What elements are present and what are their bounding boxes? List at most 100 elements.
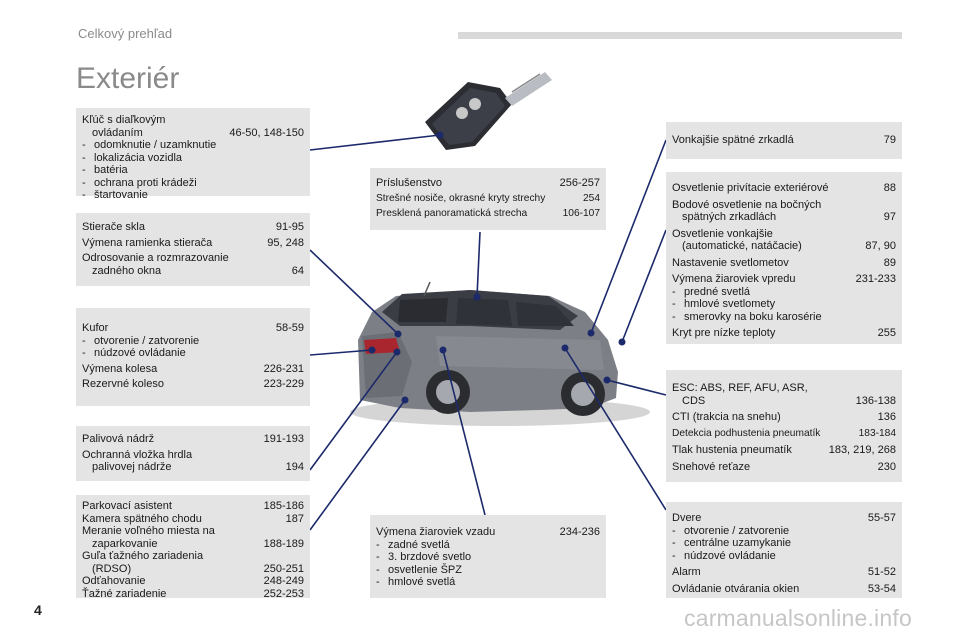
front-bulbs-label: Výmena žiaroviek vpredu <box>672 273 796 285</box>
space-measure-label: Meranie voľného miesta na <box>82 525 215 537</box>
mirrors-info-box: Vonkajšie spätné zrkadlá 79 <box>666 122 902 159</box>
key-item-unlock: odomknutie / uzamknutie <box>94 139 217 151</box>
parking-assist-label: Parkovací asistent <box>82 500 172 512</box>
roof-bars-label: Strešné nosiče, okrasné kryty strechy <box>376 192 546 204</box>
boot-item-emergency: núdzové ovládanie <box>94 347 186 359</box>
parking-assist-pages: 185-186 <box>263 500 304 512</box>
towing-pages: 248-249 <box>263 575 304 587</box>
welcome-lighting-pages: 88 <box>883 182 896 194</box>
mirrors-label: Vonkajšie spätné zrkadlá <box>672 134 794 146</box>
mirrors-pages: 79 <box>883 134 896 146</box>
tyre-pressure-pages: 183, 219, 268 <box>828 444 896 456</box>
towbar-ball-label-cont: (RDSO) <box>92 562 132 575</box>
page-number: 4 <box>34 602 42 618</box>
headlamp-adjust-pages: 89 <box>883 256 896 269</box>
cold-cover-label: Kryt pre nízke teploty <box>672 327 776 339</box>
key-fob-illustration <box>425 72 552 150</box>
mirror-spot-pages: 97 <box>883 211 896 223</box>
key-item-antitheft: ochrana proti krádeži <box>94 176 197 189</box>
boot-item-open: otvorenie / zatvorenie <box>94 334 200 347</box>
key-line2: ovládaním <box>92 126 143 139</box>
wipers-label: Stierače skla <box>82 221 145 233</box>
exterior-lighting-label: Osvetlenie vonkajšie <box>672 227 773 240</box>
wheel-change-label: Výmena kolesa <box>82 362 158 375</box>
front-item-foglamps: hmlové svetlomety <box>684 298 776 310</box>
cti-pages: 136 <box>877 411 896 423</box>
towbar-ball-pages: 250-251 <box>263 562 304 575</box>
boot-pages: 58-59 <box>275 322 304 334</box>
key-item-locate: lokalizácia vozidla <box>94 151 183 164</box>
mirror-spot-label: Bodové osvetlenie na bočných <box>672 198 822 211</box>
callout-dots <box>368 131 626 404</box>
accessories-pages: 256-257 <box>559 177 600 189</box>
snow-chains-label: Snehové reťaze <box>672 460 751 473</box>
lighting-info-box: Osvetlenie privítacie exteriérové 88 Bodo… <box>666 172 902 344</box>
wiper-arm-pages: 95, 248 <box>267 236 304 249</box>
alarm-pages: 51-52 <box>867 566 896 578</box>
spare-wheel-label: Rezervné koleso <box>82 378 164 390</box>
doors-item-central: centrálne uzamykanie <box>684 537 792 549</box>
exterior-lighting-pages: 87, 90 <box>865 240 896 252</box>
cti-label: CTI (trakcia na snehu) <box>672 411 781 423</box>
fuel-tank-pages: 191-193 <box>263 433 304 445</box>
towing-label: Odťahovanie <box>82 575 146 587</box>
front-item-headlamps: predné svetlá <box>684 285 751 298</box>
esc-label: ESC: ABS, REF, AFU, ASR, <box>672 382 808 394</box>
windows-label: Ovládanie otvárania okien <box>672 582 800 595</box>
alarm-label: Alarm <box>672 566 701 578</box>
key-line1: Kľúč s diaľkovým <box>82 114 166 126</box>
section-header: Celkový prehľad <box>78 26 173 41</box>
rear-lamps-pages: 234-236 <box>559 526 600 538</box>
panoramic-roof-pages: 106-107 <box>562 208 600 219</box>
esc-pages: 136-138 <box>855 394 896 407</box>
front-bulbs-pages: 231-233 <box>855 273 896 285</box>
doors-item-open: otvorenie / zatvorenie <box>684 524 790 537</box>
mirror-spot-label-cont: spätných zrkadlách <box>682 211 777 223</box>
underinflation-pages: 183-184 <box>858 427 896 439</box>
towbar-ball-label: Guľa ťažného zariadenia <box>82 550 204 562</box>
towbar-label: Ťažné zariadenie <box>82 587 167 600</box>
welcome-lighting-label: Osvetlenie privítacie exteriérové <box>672 182 829 194</box>
demist-label-cont: zadného okna <box>92 264 162 277</box>
boot-label: Kufor <box>82 322 109 334</box>
parking-info-box: Parkovací asistent 185-186 Kamera spätnéh… <box>76 495 310 600</box>
tyre-pressure-label: Tlak hustenia pneumatík <box>672 444 792 456</box>
roof-bars-pages: 254 <box>583 192 600 204</box>
space-measure-label-cont: zaparkovanie <box>92 537 158 550</box>
doors-item-emergency: núdzové ovládanie <box>684 549 776 562</box>
towbar-pages: 252-253 <box>263 587 304 600</box>
exterior-lighting-label-cont: (automatické, natáčacie) <box>682 240 802 252</box>
accessories-label: Príslušenstvo <box>376 177 443 189</box>
snow-chains-pages: 230 <box>877 460 896 473</box>
windows-pages: 53-54 <box>867 582 896 595</box>
fuel-tank-label: Palivová nádrž <box>82 433 155 445</box>
callout-lines <box>309 134 667 531</box>
key-info-box: Kľúč s diaľkovým ovládaním 46-50, 148-150… <box>76 108 310 201</box>
doors-label: Dvere <box>672 512 702 524</box>
cold-cover-pages: 255 <box>877 327 896 339</box>
rear-lamps-label: Výmena žiaroviek vzadu <box>376 526 496 538</box>
wheel-change-pages: 226-231 <box>263 362 304 375</box>
front-item-indicators: smerovky na boku karosérie <box>684 310 822 323</box>
headlamp-adjust-label: Nastavenie svetlometov <box>672 256 789 269</box>
panoramic-roof-label: Presklená panoramatická strecha <box>376 208 528 219</box>
misfuel-label: Ochranná vložka hrdla <box>82 448 193 461</box>
spare-wheel-pages: 223-229 <box>263 378 304 390</box>
rear-item-plate: osvetlenie ŠPZ <box>388 563 462 576</box>
reversing-camera-pages: 187 <box>285 512 304 525</box>
page-title: Exteriér <box>76 62 180 95</box>
demist-pages: 64 <box>291 264 304 277</box>
key-pages: 46-50, 148-150 <box>229 126 304 139</box>
key-item-battery: batéria <box>94 164 128 176</box>
header-bar <box>458 32 902 39</box>
watermark-text: carmanualsonline.info <box>684 605 912 631</box>
rear-item-tail: zadné svetlá <box>388 538 450 551</box>
wiper-arm-label: Výmena ramienka stierača <box>82 236 213 249</box>
reversing-camera-label: Kamera spätného chodu <box>82 512 202 525</box>
underinflation-label: Detekcia podhustenia pneumatík <box>672 427 821 439</box>
